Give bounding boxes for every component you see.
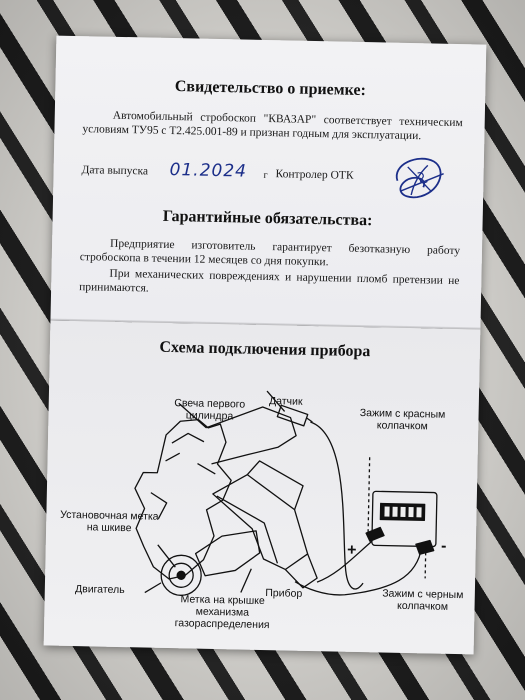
warranty-leaflet: Свидетельство о приемке: Автомобильный с… bbox=[43, 35, 487, 655]
label-sensor: Датчик bbox=[268, 395, 303, 408]
handwritten-date: 01.2024 bbox=[169, 159, 248, 182]
connection-diagram bbox=[134, 390, 438, 596]
label-minus: - bbox=[440, 537, 447, 555]
controller-label: Контролер ОТК bbox=[275, 168, 354, 182]
label-pulley-mark: Установочная метка на шкиве bbox=[60, 508, 159, 535]
label-spark-plug: Свеча первого цилиндра bbox=[174, 397, 246, 423]
warranty-title: Гарантийные обязательства: bbox=[162, 207, 373, 230]
meter-box-shape bbox=[371, 490, 438, 548]
warranty-paragraph-2: При механических повреждениях и нарушени… bbox=[79, 267, 460, 295]
pulley-shape bbox=[160, 554, 202, 596]
date-suffix: г bbox=[263, 169, 268, 182]
engine-block-shape bbox=[134, 418, 232, 580]
signature-stamp-icon bbox=[395, 157, 444, 199]
label-black-clamp: Зажим с черным колпачком bbox=[382, 587, 464, 613]
date-row: Дата выпуска 01.2024 г Контролер ОТК bbox=[81, 157, 472, 199]
label-cover-mark: Метка на крышке механизма газораспределе… bbox=[174, 593, 270, 632]
date-label: Дата выпуска bbox=[81, 164, 149, 178]
certificate-title: Свидетельство о приемке: bbox=[174, 78, 367, 100]
leaflet-top-half: Свидетельство о приемке: Автомобильный с… bbox=[50, 35, 487, 330]
leaflet-bottom-half: Схема подключения прибора bbox=[43, 320, 481, 655]
label-red-clamp: Зажим с красным колпачком bbox=[359, 407, 446, 433]
label-engine: Двигатель bbox=[74, 583, 125, 597]
strobe-body-shape bbox=[212, 474, 309, 571]
sensor-clip-shape bbox=[276, 404, 309, 427]
label-plus: + bbox=[346, 541, 357, 559]
certificate-text: Автомобильный стробоскоп "КВАЗАР" соотве… bbox=[82, 109, 463, 143]
